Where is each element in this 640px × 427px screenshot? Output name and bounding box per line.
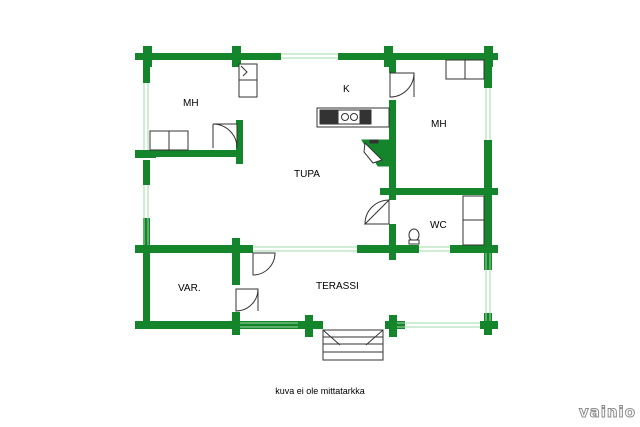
label-tupa: TUPA bbox=[294, 169, 320, 180]
label-mh-left: MH bbox=[183, 98, 199, 109]
toilet bbox=[408, 228, 420, 242]
label-var: VAR. bbox=[178, 283, 201, 294]
label-terassi: TERASSI bbox=[316, 281, 359, 292]
disclaimer-caption: kuva ei ole mittatarkka bbox=[275, 386, 365, 396]
label-mh-right: MH bbox=[431, 119, 447, 130]
doors bbox=[212, 72, 415, 312]
entrance-steps bbox=[322, 329, 384, 361]
label-wc: WC bbox=[430, 220, 447, 231]
walls bbox=[135, 46, 498, 337]
label-kitchen: K bbox=[343, 84, 350, 95]
vainio-logo: vainio bbox=[578, 403, 636, 422]
windows bbox=[143, 53, 491, 328]
fixtures bbox=[149, 59, 485, 246]
